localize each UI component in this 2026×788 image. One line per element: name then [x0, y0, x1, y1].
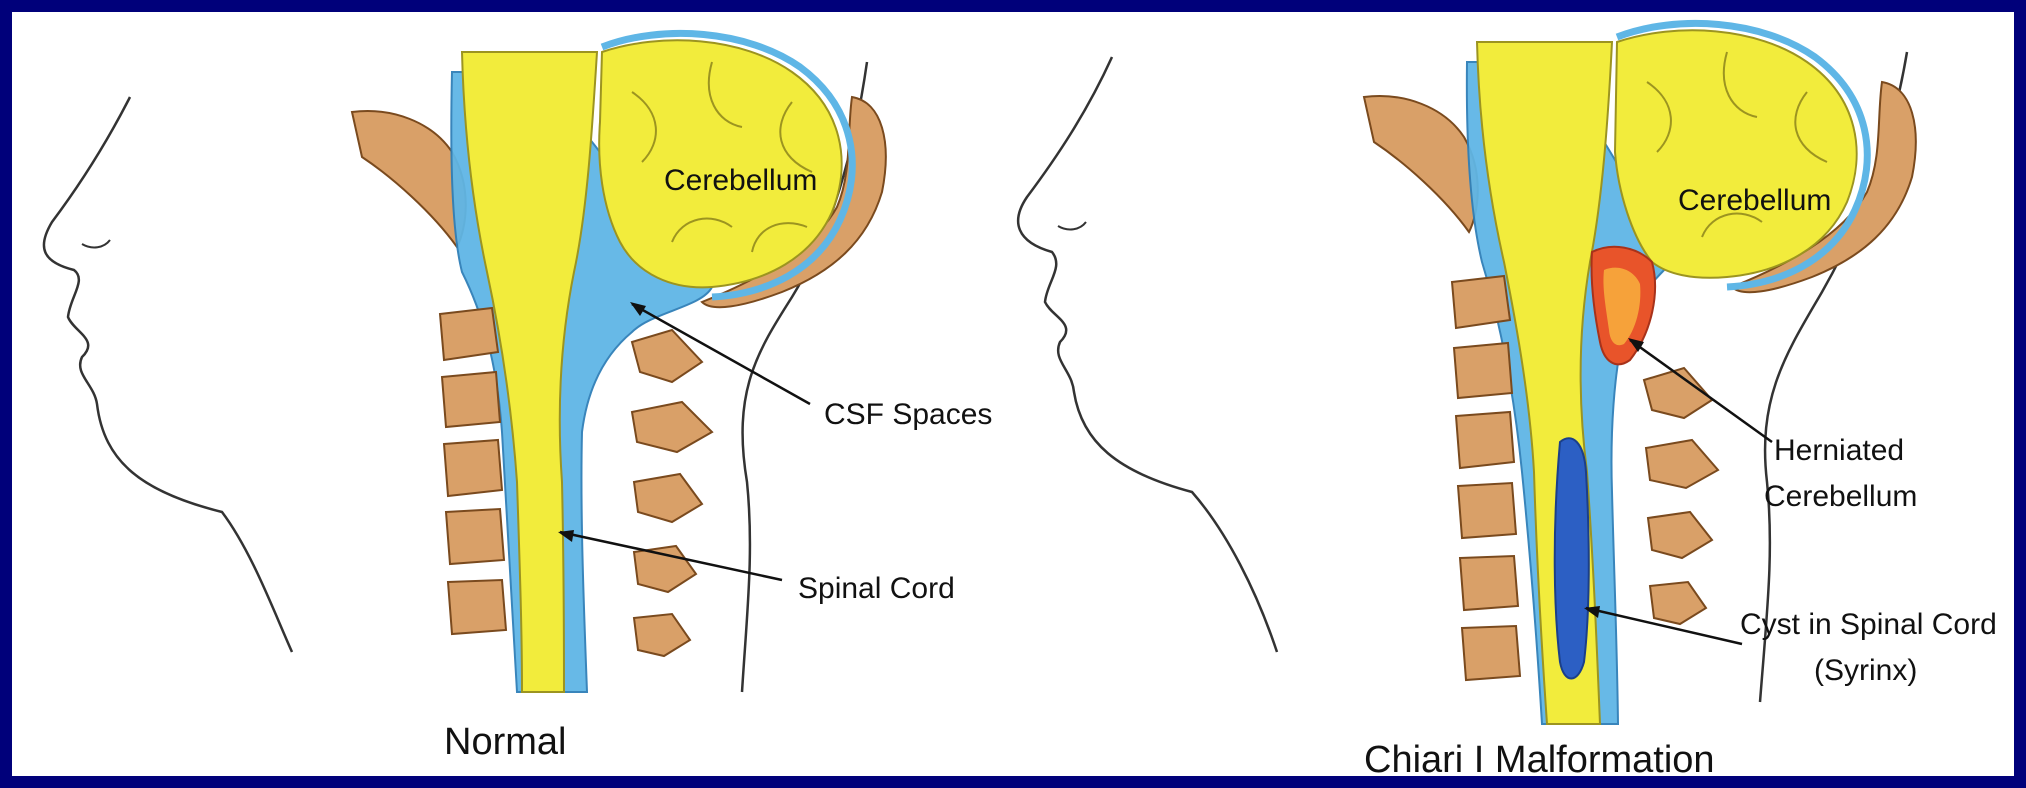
normal-cerebellum-outer-csf	[600, 29, 856, 301]
chiari-syrinx-pointer	[1585, 606, 1743, 646]
chiari-cerebellum	[1613, 29, 1858, 279]
normal-spinous-1	[630, 328, 704, 384]
normal-spinous-2	[630, 400, 714, 454]
normal-csf-pointer	[631, 302, 811, 406]
chiari-herniated-arrowhead	[1628, 338, 1644, 352]
normal-vertebra-5	[446, 578, 508, 636]
chiari-syrinx	[1553, 437, 1590, 680]
normal-spinal-cord	[460, 51, 599, 693]
normal-vertebra-1	[438, 306, 500, 362]
normal-cerebellum-label: Cerebellum	[664, 164, 817, 197]
diagram-frame: Cerebellum CSF Spaces Spinal Cord Normal	[12, 12, 2014, 776]
normal-spinous-4	[632, 544, 698, 594]
normal-csf-label: CSF Spaces	[824, 398, 992, 431]
chiari-cyst-label-line2: (Syrinx)	[1814, 654, 1917, 687]
normal-cerebellum-folds	[631, 61, 813, 253]
chiari-cyst-label-line1: Cyst in Spinal Cord	[1740, 608, 1997, 641]
chiari-vertebra-3	[1454, 410, 1516, 470]
normal-vertebrae	[438, 306, 714, 658]
normal-spinal-cord-label: Spinal Cord	[798, 572, 955, 605]
normal-panel: Cerebellum CSF Spaces Spinal Cord Normal	[42, 29, 992, 763]
normal-vertebra-4	[444, 507, 506, 566]
chiari-face-profile	[1017, 56, 1279, 653]
normal-vertebra-2	[440, 370, 502, 429]
chiari-herniated-highlight	[1603, 267, 1641, 346]
chiari-nostril	[1057, 221, 1087, 231]
chiari-herniated-label-line1: Herniated	[1774, 434, 1904, 467]
chiari-cerebellum-folds	[1646, 51, 1828, 238]
normal-caption: Normal	[444, 721, 566, 763]
chiari-cerebellum-outer-csf	[1615, 19, 1871, 291]
chiari-vertebra-4	[1456, 481, 1518, 540]
normal-cord-pointer	[559, 530, 783, 582]
chiari-vertebrae	[1450, 274, 1720, 682]
chiari-vertebra-1	[1450, 274, 1512, 330]
normal-spinous-3	[632, 472, 704, 524]
chiari-skull-back-bone	[1730, 80, 1917, 294]
chiari-herniated-label-line2: Cerebellum	[1764, 480, 1917, 513]
normal-cord-arrowhead	[558, 530, 574, 542]
chiari-vertebra-6	[1460, 624, 1522, 682]
normal-nostril	[81, 239, 111, 249]
normal-spinous-5	[632, 612, 692, 658]
chiari-spinous-2	[1644, 438, 1720, 490]
normal-face-profile	[42, 96, 294, 653]
chiari-spinous-3	[1646, 510, 1714, 560]
normal-vertebra-3	[442, 438, 504, 498]
chiari-caption: Chiari I Malformation	[1364, 739, 1715, 776]
chiari-skull-front-bone	[1362, 95, 1479, 234]
chiari-herniated-pointer	[1629, 338, 1773, 444]
chiari-syrinx-arrowhead	[1584, 606, 1600, 618]
chiari-comparison-diagram: Cerebellum CSF Spaces Spinal Cord Normal	[42, 19, 1997, 776]
normal-cerebellum	[598, 39, 843, 289]
normal-skull-front-bone	[350, 110, 467, 249]
chiari-vertebra-5	[1458, 554, 1520, 612]
chiari-cerebellum-label: Cerebellum	[1678, 184, 1831, 217]
chiari-vertebra-2	[1452, 341, 1514, 400]
chiari-spinous-1	[1642, 366, 1714, 420]
chiari-panel: Cerebellum Herniated Cerebellum Cyst in …	[1017, 19, 1997, 776]
normal-skull-back-bone	[700, 95, 887, 309]
normal-csf-arrowhead	[630, 302, 646, 316]
chiari-spinous-4	[1648, 580, 1708, 626]
